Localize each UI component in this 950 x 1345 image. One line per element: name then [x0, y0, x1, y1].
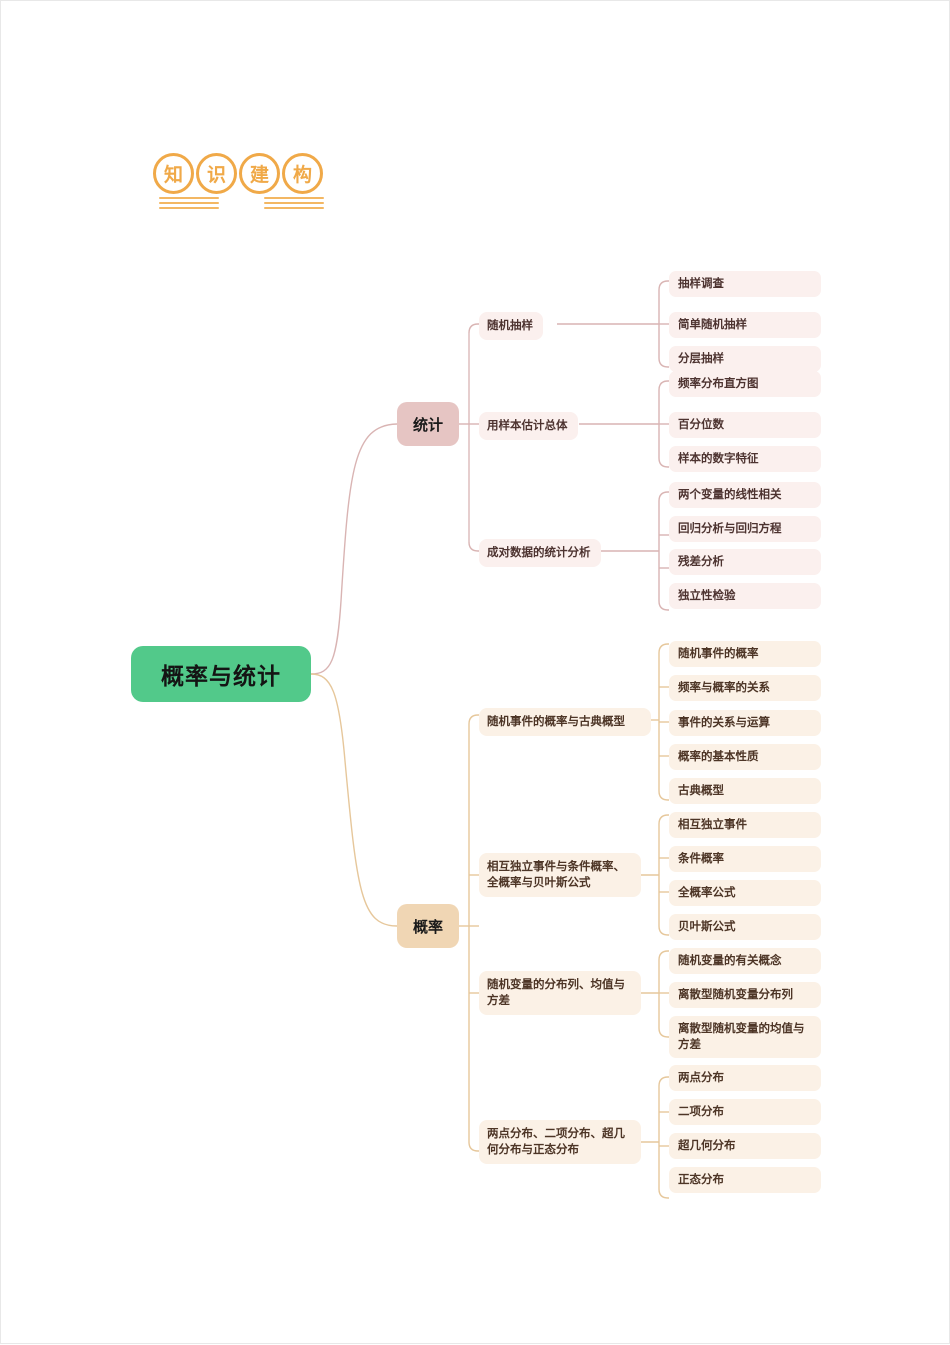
leaf-node-label: 超几何分布 [678, 1140, 736, 1152]
leaf-node[interactable]: 简单随机抽样 [669, 312, 821, 338]
leaf-node-label: 分层抽样 [678, 353, 724, 365]
badge-char-3: 建 [239, 153, 280, 194]
leaf-node[interactable]: 独立性检验 [669, 583, 821, 609]
topic-node-paired-data-analysis[interactable]: 成对数据的统计分析 [479, 539, 601, 567]
badge-char-1: 知 [153, 153, 194, 194]
leaf-node[interactable]: 频率与概率的关系 [669, 675, 821, 701]
leaf-node-label: 简单随机抽样 [678, 319, 747, 331]
leaf-node[interactable]: 残差分析 [669, 549, 821, 575]
leaf-node-label: 两点分布 [678, 1072, 724, 1084]
branch-node-probability-label: 概率 [412, 918, 443, 936]
leaf-node-label: 残差分析 [678, 556, 724, 568]
badge-char-4: 构 [282, 153, 323, 194]
leaf-node-label: 离散型随机变量的均值与方差 [678, 1023, 805, 1051]
section-title-badge: 知 识 建 构 [153, 153, 325, 209]
badge-circle-group: 知 识 建 构 [153, 153, 325, 194]
topic-node-label: 两点分布、二项分布、超几何分布与正态分布 [487, 1128, 625, 1156]
leaf-node[interactable]: 回归分析与回归方程 [669, 516, 821, 542]
leaf-node-label: 频率分布直方图 [678, 378, 759, 390]
leaf-node-label: 二项分布 [678, 1106, 724, 1118]
leaf-node-label: 百分位数 [678, 419, 724, 431]
leaf-node[interactable]: 事件的关系与运算 [669, 710, 821, 736]
leaf-node[interactable]: 随机变量的有关概念 [669, 948, 821, 974]
branch-node-statistics[interactable]: 统计 [397, 402, 459, 446]
underline-group-right [264, 197, 324, 212]
leaf-node-label: 随机事件的概率 [678, 648, 759, 660]
leaf-node-label: 事件的关系与运算 [678, 717, 770, 729]
topic-node-estimate-population[interactable]: 用样本估计总体 [479, 412, 578, 440]
leaf-node[interactable]: 古典概型 [669, 778, 821, 804]
leaf-node-label: 贝叶斯公式 [678, 921, 736, 933]
branch-node-statistics-label: 统计 [412, 416, 443, 434]
leaf-node[interactable]: 抽样调查 [669, 271, 821, 297]
leaf-node-label: 随机变量的有关概念 [678, 955, 782, 967]
leaf-node[interactable]: 两个变量的线性相关 [669, 482, 821, 508]
root-node-label: 概率与统计 [161, 663, 281, 689]
topic-node-label: 相互独立事件与条件概率、全概率与贝叶斯公式 [487, 861, 625, 889]
topic-node-distribution-types[interactable]: 两点分布、二项分布、超几何分布与正态分布 [479, 1120, 641, 1164]
leaf-node[interactable]: 两点分布 [669, 1065, 821, 1091]
leaf-node-label: 相互独立事件 [678, 819, 747, 831]
leaf-node[interactable]: 概率的基本性质 [669, 744, 821, 770]
leaf-node[interactable]: 百分位数 [669, 412, 821, 438]
leaf-node-label: 样本的数字特征 [678, 453, 759, 465]
leaf-node[interactable]: 样本的数字特征 [669, 446, 821, 472]
root-node[interactable]: 概率与统计 [131, 646, 311, 702]
underline-group-left [159, 197, 219, 212]
leaf-node[interactable]: 离散型随机变量的均值与方差 [669, 1016, 821, 1058]
leaf-node-label: 全概率公式 [678, 887, 736, 899]
leaf-node[interactable]: 条件概率 [669, 846, 821, 872]
topic-node-label: 随机事件的概率与古典概型 [487, 716, 625, 728]
topic-node-events-classical-model[interactable]: 随机事件的概率与古典概型 [479, 708, 651, 736]
leaf-node-label: 条件概率 [678, 853, 724, 865]
leaf-node-label: 概率的基本性质 [678, 751, 759, 763]
topic-node-independent-conditional[interactable]: 相互独立事件与条件概率、全概率与贝叶斯公式 [479, 853, 641, 897]
badge-underline-decoration [159, 197, 324, 212]
leaf-node[interactable]: 贝叶斯公式 [669, 914, 821, 940]
leaf-node[interactable]: 相互独立事件 [669, 812, 821, 838]
leaf-node-label: 独立性检验 [678, 590, 736, 602]
topic-node-distribution-mean-variance[interactable]: 随机变量的分布列、均值与方差 [479, 971, 641, 1015]
leaf-node-label: 频率与概率的关系 [678, 682, 770, 694]
topic-node-label: 随机抽样 [487, 320, 533, 332]
leaf-node-label: 古典概型 [678, 785, 724, 797]
leaf-node[interactable]: 频率分布直方图 [669, 371, 821, 397]
leaf-node-label: 两个变量的线性相关 [678, 489, 782, 501]
branch-node-probability[interactable]: 概率 [397, 904, 459, 948]
badge-char-2: 识 [196, 153, 237, 194]
leaf-node-label: 离散型随机变量分布列 [678, 989, 793, 1001]
topic-node-label: 用样本估计总体 [487, 420, 568, 432]
leaf-node-label: 回归分析与回归方程 [678, 523, 782, 535]
leaf-node[interactable]: 离散型随机变量分布列 [669, 982, 821, 1008]
leaf-node[interactable]: 二项分布 [669, 1099, 821, 1125]
leaf-node[interactable]: 分层抽样 [669, 346, 821, 372]
leaf-node-label: 正态分布 [678, 1174, 724, 1186]
leaf-node[interactable]: 超几何分布 [669, 1133, 821, 1159]
topic-node-label: 随机变量的分布列、均值与方差 [487, 979, 625, 1007]
leaf-node[interactable]: 全概率公式 [669, 880, 821, 906]
leaf-node[interactable]: 随机事件的概率 [669, 641, 821, 667]
leaf-node-label: 抽样调查 [678, 278, 724, 290]
topic-node-label: 成对数据的统计分析 [487, 547, 591, 559]
leaf-node[interactable]: 正态分布 [669, 1167, 821, 1193]
topic-node-random-sampling[interactable]: 随机抽样 [479, 312, 543, 340]
